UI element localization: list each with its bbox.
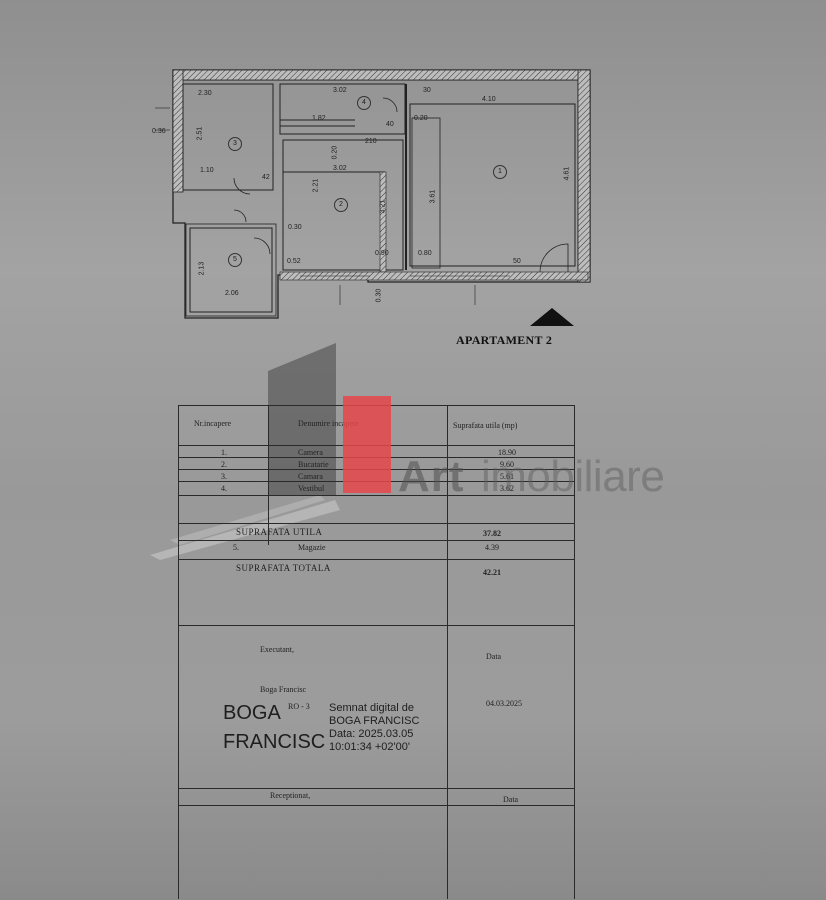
- dim-label: 0.36: [152, 128, 166, 135]
- row-nr: 1.: [221, 448, 227, 457]
- col-header-nr: Nr.incapere: [194, 419, 232, 428]
- room-number: 1: [493, 165, 507, 179]
- signature-name-line1: BOGA: [223, 702, 281, 724]
- orientation-arrow-icon: [530, 308, 574, 326]
- row-area: 9.60: [500, 460, 514, 469]
- dim-label: 2.51: [196, 126, 204, 141]
- dim-label: 3.61: [429, 189, 437, 204]
- dim-label: 2.30: [198, 90, 212, 97]
- total-area-value: 42.21: [483, 568, 501, 577]
- floor-plan-drawing: [155, 69, 591, 319]
- row-nr: 3.: [221, 472, 227, 481]
- watermark-logo-red: [343, 396, 391, 493]
- dim-label: 1.82: [312, 115, 326, 122]
- dim-label: 42: [262, 174, 270, 181]
- signature-name-line2: FRANCISC: [223, 731, 326, 753]
- date-value: 04.03.2025: [486, 699, 522, 708]
- dim-label: 210: [365, 138, 377, 145]
- dim-label: 3.02: [333, 87, 347, 94]
- usable-area-value: 37.82: [483, 529, 501, 538]
- row-name: Camera: [298, 448, 323, 457]
- plan-title: APARTAMENT 2: [456, 333, 553, 347]
- row-area: 4.39: [485, 543, 499, 552]
- dim-label: 3.02: [333, 165, 347, 172]
- dim-label: 2.21: [312, 178, 320, 193]
- watermark-brand-light: imobiliare: [481, 452, 665, 501]
- watermark-streaks: [150, 495, 340, 560]
- executant-name: Boga Francisc: [260, 685, 306, 694]
- signature-details: Semnat digital de BOGA FRANCISC Data: 20…: [329, 702, 419, 754]
- total-area-label: SUPRAFATA TOTALA: [236, 563, 331, 573]
- dim-label: 0.20: [414, 115, 428, 122]
- row-name: Bucatarie: [298, 460, 329, 469]
- row-name: Camara: [298, 472, 323, 481]
- dim-label: 0.20: [331, 145, 339, 160]
- dim-label: 0.52: [287, 258, 301, 265]
- dim-label: 0.80: [418, 250, 432, 257]
- room-number: 3: [228, 137, 242, 151]
- usable-area-label: SUPRAFATA UTILA: [236, 527, 323, 537]
- signature-time: 10:01:34 +02'00': [329, 741, 410, 753]
- dim-label: 0.30: [375, 288, 383, 303]
- row-area: 5.61: [500, 472, 514, 481]
- executant-label: Executant,: [260, 645, 294, 654]
- col-header-area: Suprafata utila (mp): [453, 421, 518, 430]
- dim-label: 4.10: [482, 96, 496, 103]
- room-number: 2: [334, 198, 348, 212]
- date-label: Data: [486, 652, 502, 661]
- dim-label: 4.61: [563, 166, 571, 181]
- dim-label: 30: [423, 87, 431, 94]
- room-number: 5: [228, 253, 242, 267]
- floor-plan: 2.30 3.02 4.10 30 0.20 2.51 1.82 40 3.02…: [150, 60, 610, 330]
- dim-label: 0.90: [375, 250, 389, 257]
- digital-signature: BOGA FRANCISC: [223, 702, 325, 754]
- date-label-2: Data: [503, 795, 519, 804]
- watermark-brand-bold: Art: [398, 452, 465, 501]
- receptionat-label: Receptionat,: [270, 791, 311, 800]
- col-header-name: Denumire incapere: [298, 419, 360, 428]
- dim-label: 0.30: [288, 224, 302, 231]
- row-name: Vestibul: [298, 484, 325, 493]
- row-area: 18.90: [498, 448, 516, 457]
- row-name: Magazie: [298, 543, 326, 552]
- row-nr: 4.: [221, 484, 227, 493]
- signed-by-text: Semnat digital de: [329, 702, 414, 714]
- row-nr: 5.: [233, 543, 239, 552]
- signature-date: Data: 2025.03.05: [329, 728, 414, 740]
- dim-label: 2.06: [225, 290, 239, 297]
- signer-text: BOGA FRANCISC: [329, 715, 420, 727]
- row-nr: 2.: [221, 460, 227, 469]
- row-area: 3.62: [500, 484, 514, 493]
- dim-label: 40: [386, 121, 394, 128]
- executant-extra: RO - 3: [288, 702, 310, 711]
- room-number: 4: [357, 96, 371, 110]
- dim-label: 2.13: [198, 261, 206, 276]
- dim-label: 1.10: [200, 167, 214, 174]
- dim-label: 50: [513, 258, 521, 265]
- dim-label: 3.21: [379, 199, 387, 214]
